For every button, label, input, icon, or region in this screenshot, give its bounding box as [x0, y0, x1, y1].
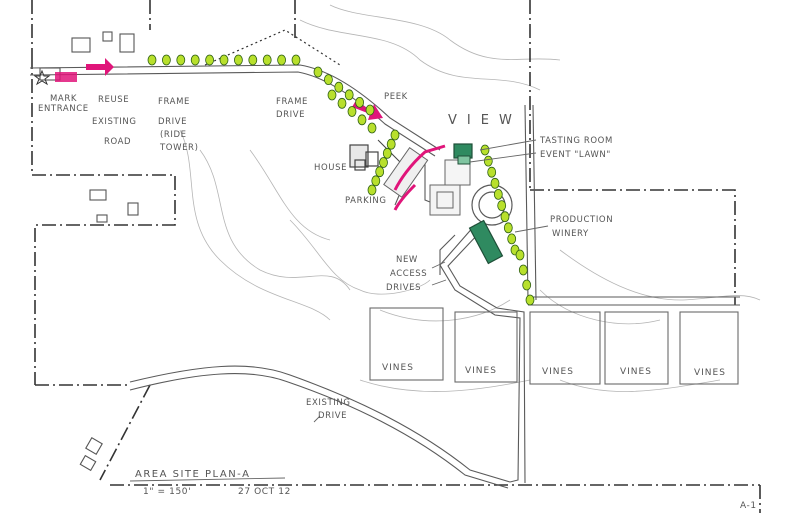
- tree-dot: [493, 188, 503, 200]
- tree-dot: [355, 97, 365, 108]
- tree-dot: [176, 54, 186, 66]
- tree-dot: [367, 122, 377, 134]
- tree-dot: [515, 249, 525, 261]
- entrance-star-icon: [33, 69, 51, 86]
- tree-dot: [291, 54, 301, 66]
- tree-dot: [233, 54, 243, 66]
- label-tower: TOWER): [159, 143, 198, 153]
- label-house: HOUSE: [314, 163, 347, 173]
- topographic-contours: [179, 4, 761, 392]
- tree-dot: [497, 200, 507, 212]
- vineyard-blocks: [369, 307, 739, 385]
- label-access: ACCESS: [390, 269, 427, 279]
- tree-dot: [219, 54, 229, 66]
- title-underline: [129, 477, 286, 482]
- tree-dot: [507, 233, 517, 245]
- label-vines-3: VINES: [542, 367, 574, 377]
- tree-dot: [390, 129, 400, 141]
- tree-dot: [277, 54, 287, 66]
- magenta-accents: [55, 58, 446, 211]
- label-vines-5: VINES: [694, 368, 726, 378]
- label-existing-drive-1: EXISTING: [306, 398, 351, 408]
- tree-dot: [248, 54, 258, 66]
- dotted-boundary: [204, 29, 341, 66]
- tree-dot: [490, 177, 500, 189]
- leader-lines: [313, 139, 549, 423]
- sheet-number: A-1: [740, 501, 757, 511]
- tree-dot: [518, 264, 528, 276]
- tree-dot: [357, 114, 367, 126]
- label-existing-drive-2: DRIVE: [318, 411, 347, 421]
- tree-row: [147, 54, 535, 306]
- label-mark: MARK: [50, 94, 77, 104]
- tree-dot: [334, 81, 344, 93]
- label-existing: EXISTING: [92, 117, 137, 127]
- tree-dot: [344, 89, 354, 101]
- drawing-title: AREA SITE PLAN-A: [135, 469, 250, 480]
- tree-dot: [522, 279, 532, 291]
- tree-dot: [503, 222, 513, 234]
- tree-dot: [147, 54, 157, 66]
- tree-dot: [190, 54, 200, 66]
- label-drive-1: DRIVE: [158, 117, 187, 127]
- tree-dot: [262, 54, 272, 66]
- tree-dot: [487, 166, 497, 178]
- drawing-labels: MARK ENTRANCE REUSE EXISTING ROAD FRAME …: [38, 92, 757, 511]
- label-vines-4: VINES: [620, 367, 652, 377]
- label-frame-1: FRAME: [158, 97, 190, 107]
- label-event-lawn: EVENT "LAWN": [540, 150, 611, 160]
- drawing-date: 27 OCT 12: [238, 487, 291, 497]
- tree-dot: [525, 294, 535, 306]
- label-peek: PEEK: [384, 92, 408, 102]
- label-parking: PARKING: [345, 196, 387, 206]
- label-winery: WINERY: [552, 229, 589, 239]
- tree-dot: [483, 155, 493, 167]
- label-tasting-room: TASTING ROOM: [539, 136, 613, 146]
- label-new: NEW: [396, 255, 418, 265]
- tree-dot: [386, 138, 396, 150]
- tasting-room-annex: [457, 155, 471, 165]
- tree-dot: [161, 54, 171, 66]
- label-ride: (RIDE: [160, 130, 187, 140]
- label-vines-2: VINES: [465, 366, 497, 376]
- tree-dot: [347, 106, 357, 117]
- label-reuse: REUSE: [98, 95, 129, 105]
- tree-dot: [371, 175, 381, 187]
- label-view: VIEW: [448, 113, 522, 128]
- tree-dot: [367, 184, 377, 196]
- label-drives: DRIVES: [386, 283, 421, 293]
- drawing-scale: 1" = 150': [143, 487, 191, 497]
- property-lines: [31, 0, 761, 513]
- tree-dot: [379, 157, 388, 168]
- label-frame-2: FRAME: [276, 97, 308, 107]
- production-winery-building: [468, 219, 504, 265]
- label-drive-2: DRIVE: [276, 110, 305, 120]
- label-production: PRODUCTION: [550, 215, 613, 225]
- label-entrance: ENTRANCE: [38, 104, 89, 114]
- tree-dot: [382, 147, 392, 159]
- label-road: ROAD: [104, 137, 131, 147]
- tree-dot: [323, 74, 333, 85]
- tree-dot: [205, 54, 215, 66]
- tree-dot: [500, 211, 510, 223]
- tree-dot: [375, 166, 385, 178]
- existing-outbuildings: [39, 31, 139, 472]
- tree-dot: [337, 97, 347, 109]
- tree-dot: [365, 104, 375, 116]
- tree-dot: [313, 66, 323, 78]
- label-vines-1: VINES: [382, 363, 414, 373]
- tree-dot: [327, 89, 337, 101]
- roads: [29, 64, 740, 489]
